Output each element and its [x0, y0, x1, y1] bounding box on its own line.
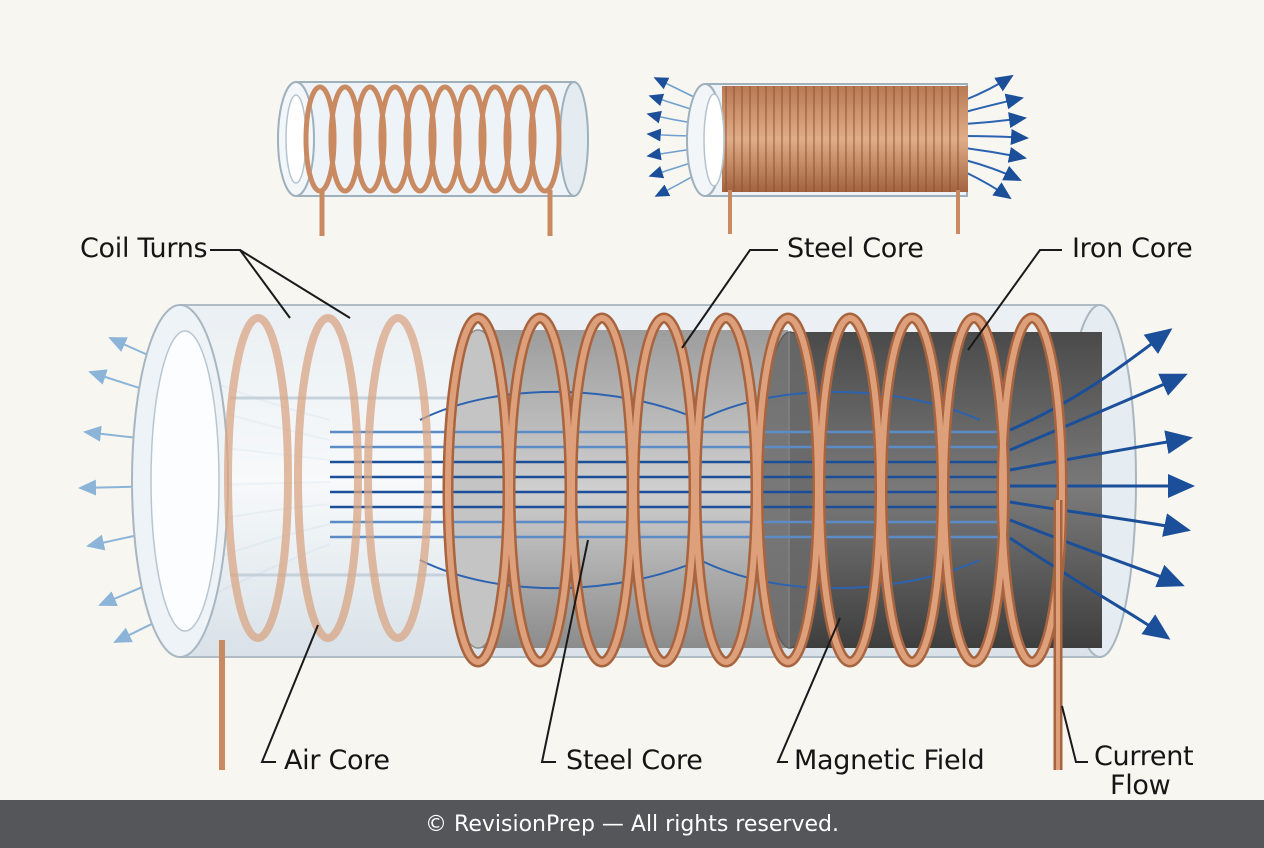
small-dense-coil [646, 74, 1029, 234]
label-steel-core-top: Steel Core [787, 233, 924, 264]
label-magnetic-field: Magnetic Field [794, 745, 985, 776]
label-current-flow-line2: Flow [1110, 770, 1171, 801]
copyright-footer: © RevisionPrep — All rights reserved. [0, 800, 1264, 848]
label-coil-turns: Coil Turns [80, 233, 208, 264]
field-lines-right [1009, 328, 1195, 640]
label-air-core: Air Core [284, 745, 390, 776]
leader-lines [210, 249, 1088, 763]
main-electromagnet [78, 304, 1195, 770]
small-air-core-coil [277, 81, 589, 236]
coil-turns-highlight [445, 315, 1065, 665]
label-current-flow-line1: Current [1094, 741, 1194, 772]
electromagnet-diagram: Coil Turns Steel Core Iron Core Air Core… [78, 74, 1195, 801]
copyright-text: © RevisionPrep — All rights reserved. [425, 811, 839, 837]
label-iron-core: Iron Core [1072, 233, 1193, 264]
coil-turns-faint [224, 314, 432, 642]
label-steel-core-bottom: Steel Core [566, 745, 703, 776]
